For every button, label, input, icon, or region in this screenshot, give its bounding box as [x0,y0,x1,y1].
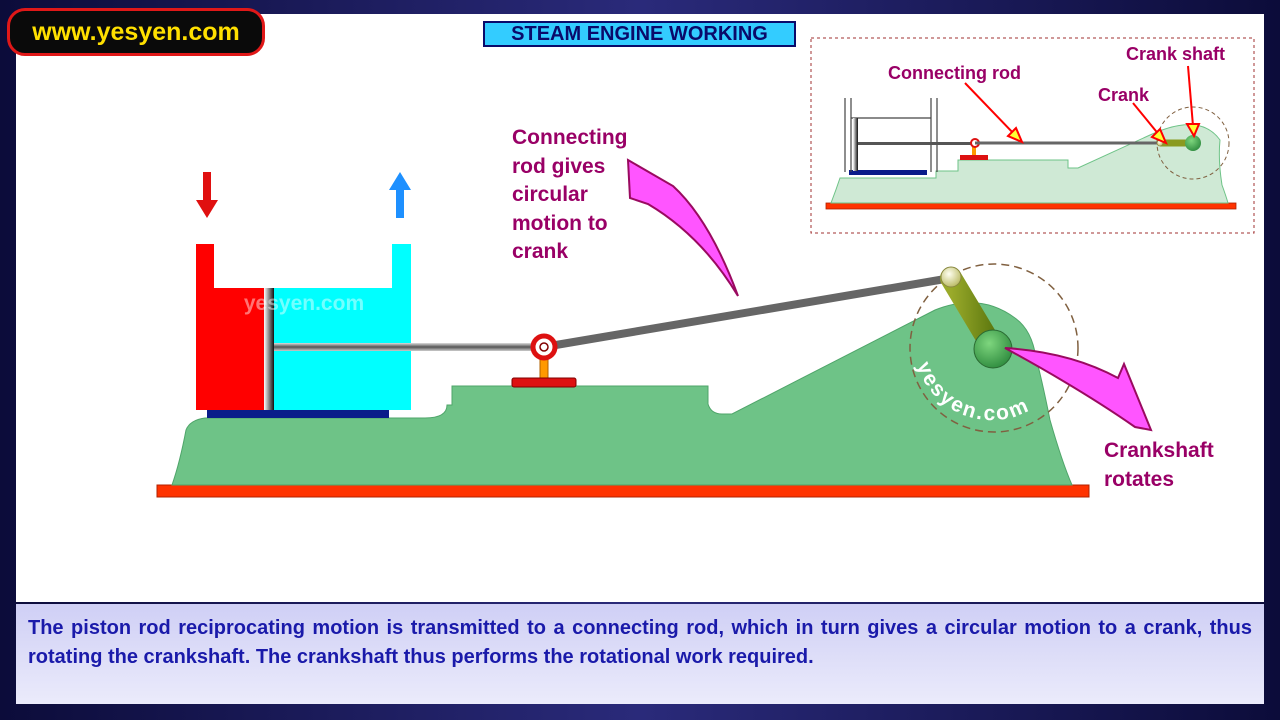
piston [264,288,274,410]
crankshaft-pointer [1004,347,1153,432]
connecting-rod [540,274,955,351]
inset-cylinder [844,98,938,172]
steam-inlet-chamber [196,244,264,410]
engine-base [171,302,1073,486]
inset-base [830,124,1229,204]
main-engine [156,172,1090,498]
inset-connecting-rod-label: Connecting rod [888,63,1021,83]
steam-exhaust-chamber [274,244,411,410]
inset-crank-label: Crank [1098,85,1150,105]
inset-crankshaft [1185,135,1201,151]
steam-in-arrow-icon [196,172,218,218]
inset-piston [853,118,858,171]
inset-connecting-rod-arrowhead-icon [1006,126,1024,144]
connecting-rod-note: Connecting rod gives circular motion to … [512,126,633,263]
inset-cylinder-plate [849,170,927,175]
inset-piston-rod [858,142,974,145]
inset-crank-shaft-arrowhead-icon [1185,123,1201,139]
inset-crosshead-support [972,147,976,155]
inset-crosshead-base [960,155,988,160]
crosshead-base [511,377,577,388]
steam-out-arrow-icon [389,172,411,218]
caption-text: The piston rod reciprocating motion is t… [16,604,1264,704]
inset-crank-arrowhead-icon [1150,127,1168,145]
page-title: STEAM ENGINE WORKING [483,21,796,47]
cylinder-base-plate [207,409,389,418]
piston-rod [274,343,542,351]
inset-diagram: Connecting rod Crank Crank shaft [810,37,1255,234]
site-logo[interactable]: www.yesyen.com [7,8,265,56]
inset-arrows [964,65,1201,145]
cylinder-watermark: yesyen.com [244,292,364,315]
connecting-rod-pointer [626,158,739,297]
crank-pin [940,266,962,288]
inset-bed [825,202,1237,210]
engine-bed [156,484,1090,498]
crosshead-pin-center [539,342,549,352]
inset-crank-shaft-label: Crank shaft [1126,44,1225,64]
crank-path-circle [909,263,1079,433]
crankshaft-note: Crankshaft rotates [1104,439,1220,491]
